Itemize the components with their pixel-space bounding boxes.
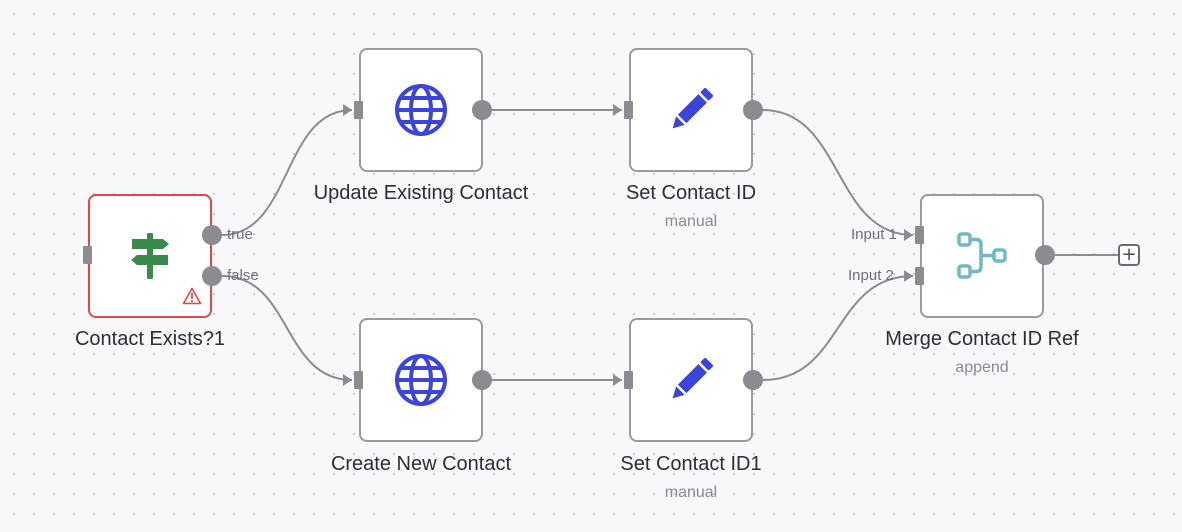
if-node-title: Contact Exists?1 (74, 328, 226, 350)
update-contact-title: Update Existing Contact (313, 182, 529, 204)
set-contact-id1-title: Set Contact ID1 (620, 453, 762, 475)
merge-input-1-label: Input 1 (851, 226, 897, 243)
merge-input-1-port[interactable] (915, 226, 924, 244)
arrowhead-update-input (343, 104, 352, 116)
merge-icon (954, 228, 1010, 284)
connection-set1-to-merge[interactable] (762, 275, 914, 381)
set-contact-id-input-port[interactable] (624, 101, 633, 119)
arrowhead-merge-input-1 (904, 229, 913, 241)
set-contact-id-subtitle: manual (664, 213, 718, 230)
http-node-create-new-contact[interactable] (359, 318, 483, 442)
create-contact-output-port[interactable] (472, 370, 492, 390)
if-node-true-port[interactable] (202, 225, 222, 245)
set-contact-id1-subtitle: manual (664, 484, 718, 501)
pencil-icon (663, 352, 719, 408)
arrowhead-set-input (613, 104, 622, 116)
set-contact-id1-input-port[interactable] (624, 371, 633, 389)
merge-node-merge-contact-id-ref[interactable] (920, 194, 1044, 318)
update-contact-input-port[interactable] (354, 101, 363, 119)
warning-icon[interactable] (182, 287, 202, 310)
merge-node-subtitle: append (955, 359, 1009, 376)
create-contact-input-port[interactable] (354, 371, 363, 389)
false-branch-label: false (227, 267, 259, 284)
pencil-icon (663, 82, 719, 138)
create-contact-title: Create New Contact (330, 453, 512, 475)
arrowhead-merge-input-2 (904, 270, 913, 282)
merge-output-port[interactable] (1035, 245, 1055, 265)
if-node-input-port[interactable] (83, 246, 92, 264)
merge-node-title: Merge Contact ID Ref (885, 328, 1079, 350)
set-contact-id1-output-port[interactable] (743, 370, 763, 390)
http-node-update-existing-contact[interactable] (359, 48, 483, 172)
globe-icon (393, 82, 449, 138)
true-branch-label: true (227, 226, 253, 243)
connection-false-to-create[interactable] (221, 275, 353, 381)
arrowhead-set1-input (613, 374, 622, 386)
connection-set-to-merge[interactable] (762, 109, 914, 236)
set-contact-id-title: Set Contact ID (625, 182, 757, 204)
add-node-button[interactable]: + (1118, 244, 1140, 266)
arrowhead-create-input (343, 374, 352, 386)
connection-true-to-update[interactable] (221, 109, 353, 236)
merge-input-2-label: Input 2 (848, 267, 894, 284)
set-node-set-contact-id[interactable] (629, 48, 753, 172)
merge-input-2-port[interactable] (915, 267, 924, 285)
signpost-icon (122, 228, 178, 284)
globe-icon (393, 352, 449, 408)
if-node-false-port[interactable] (202, 266, 222, 286)
set-contact-id-output-port[interactable] (743, 100, 763, 120)
update-contact-output-port[interactable] (472, 100, 492, 120)
if-node-contact-exists[interactable] (88, 194, 212, 318)
set-node-set-contact-id1[interactable] (629, 318, 753, 442)
